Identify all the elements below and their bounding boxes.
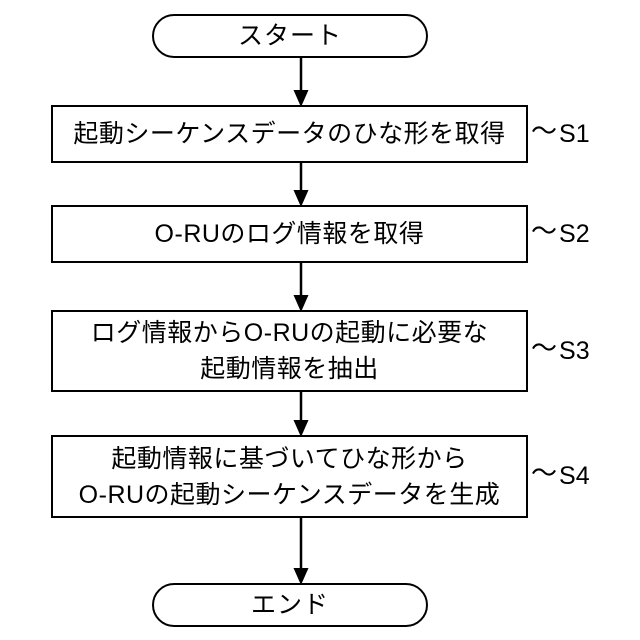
step-label-s4-text: S4 (559, 461, 590, 490)
node-s3[interactable]: ログ情報からO-RUの起動に必要な 起動情報を抽出 (51, 310, 528, 392)
step-label-s2-text: S2 (559, 219, 590, 248)
connector-s1-to-s2 (291, 163, 311, 207)
step-label-s1-text: S1 (559, 119, 590, 148)
step-label-s2: ～ S2 (531, 216, 590, 249)
node-end-label: エンド (250, 590, 329, 619)
node-s1-label: 起動シーケンスデータのひな形を取得 (73, 120, 506, 148)
tilde-icon: ～ (531, 116, 558, 146)
connector-s3-to-s4 (291, 392, 311, 437)
tilde-icon: ～ (531, 216, 558, 246)
node-start-label: スタート (237, 21, 342, 50)
node-s4-label: 起動情報に基づいてひな形から O-RUの起動シーケンスデータを生成 (78, 444, 501, 509)
node-s4[interactable]: 起動情報に基づいてひな形から O-RUの起動シーケンスデータを生成 (51, 435, 528, 518)
connector-start-to-s1 (291, 56, 311, 107)
connector-s2-to-s3 (291, 263, 311, 312)
node-s1[interactable]: 起動シーケンスデータのひな形を取得 (51, 105, 528, 163)
node-s3-label: ログ情報からO-RUの起動に必要な 起動情報を抽出 (90, 319, 489, 383)
step-label-s3-text: S3 (559, 336, 590, 365)
node-s2-label: O-RUのログ情報を取得 (154, 220, 425, 248)
step-label-s3: ～ S3 (531, 333, 590, 366)
step-label-s4: ～ S4 (531, 458, 590, 491)
node-end[interactable]: エンド (152, 583, 428, 627)
node-start[interactable]: スタート (152, 14, 428, 58)
step-label-s1: ～ S1 (531, 116, 590, 149)
tilde-icon: ～ (531, 333, 558, 363)
node-s2[interactable]: O-RUのログ情報を取得 (51, 205, 528, 263)
tilde-icon: ～ (531, 458, 558, 488)
connector-s4-to-end (291, 518, 311, 585)
